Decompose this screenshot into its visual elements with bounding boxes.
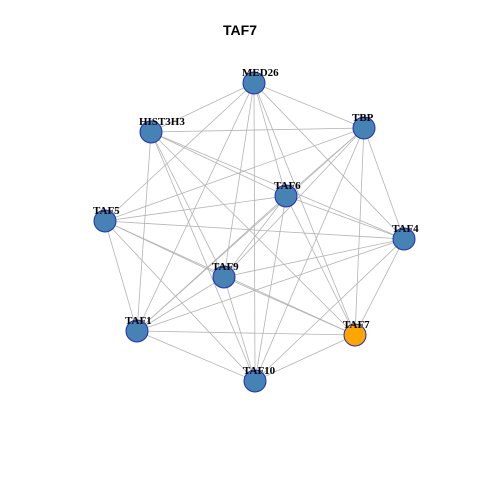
edge-taf6-taf7 (285, 195, 356, 336)
edge-taf1-taf7 (136, 330, 356, 336)
node-circle-taf7 (343, 323, 367, 347)
node-circle-tbp (352, 116, 376, 140)
node-circle-med26 (242, 71, 266, 95)
node-tbp: TBP (352, 112, 376, 140)
node-circle-taf10 (243, 369, 267, 393)
edge-hist3h3-taf4 (150, 131, 405, 240)
node-label-hist3h3: HIST3H3 (139, 116, 185, 128)
node-circle-hist3h3 (139, 120, 163, 144)
node-label-taf1: TAF1 (125, 315, 152, 327)
edge-taf6-taf1 (136, 195, 287, 332)
edge-med26-hist3h3 (150, 82, 255, 133)
node-label-taf5: TAF5 (93, 205, 120, 217)
node-taf4: TAF4 (392, 223, 419, 251)
edge-taf9-taf7 (223, 276, 356, 336)
node-label-tbp: TBP (352, 112, 374, 124)
node-hist3h3: HIST3H3 (139, 116, 185, 144)
edge-med26-taf6 (253, 82, 287, 197)
edge-taf4-taf7 (354, 238, 405, 336)
edge-hist3h3-taf7 (150, 131, 356, 336)
edge-taf4-taf1 (136, 238, 405, 332)
edge-taf6-taf9 (223, 195, 287, 278)
node-circle-taf5 (93, 209, 117, 233)
edge-tbp-taf5 (104, 127, 365, 222)
node-taf5: TAF5 (93, 205, 120, 233)
edge-tbp-taf4 (363, 127, 405, 240)
edge-hist3h3-taf6 (150, 131, 287, 197)
node-label-taf9: TAF9 (212, 261, 239, 273)
edge-taf9-taf1 (136, 276, 225, 332)
node-label-taf7: TAF7 (343, 319, 370, 331)
node-med26: MED26 (242, 67, 279, 95)
edge-med26-taf10 (253, 82, 256, 382)
edge-taf6-taf5 (104, 195, 287, 222)
node-label-med26: MED26 (242, 67, 279, 79)
edge-layer (104, 82, 405, 382)
node-label-taf10: TAF10 (243, 365, 276, 377)
node-circle-taf9 (212, 265, 236, 289)
edge-med26-taf5 (104, 82, 255, 222)
edge-tbp-taf10 (254, 127, 365, 382)
edge-hist3h3-taf9 (150, 131, 225, 278)
node-label-taf4: TAF4 (392, 223, 419, 235)
edge-taf4-taf9 (223, 238, 405, 278)
edge-taf9-taf10 (223, 276, 256, 382)
node-circle-taf6 (274, 184, 298, 208)
edge-tbp-taf7 (354, 127, 365, 336)
edge-taf7-taf10 (254, 334, 356, 382)
edge-hist3h3-taf1 (136, 131, 152, 332)
node-taf7: TAF7 (343, 319, 370, 347)
edge-med26-taf7 (253, 82, 356, 336)
edge-med26-tbp (253, 82, 365, 129)
edge-taf5-taf10 (104, 220, 256, 382)
edge-taf6-taf10 (254, 195, 287, 382)
edge-med26-taf1 (136, 82, 255, 332)
node-taf10: TAF10 (243, 365, 276, 393)
node-taf9: TAF9 (212, 261, 239, 289)
node-taf1: TAF1 (125, 315, 152, 343)
edge-med26-taf9 (223, 82, 255, 278)
node-circle-taf4 (392, 227, 416, 251)
edge-taf5-taf4 (104, 220, 405, 240)
node-circle-taf1 (125, 319, 149, 343)
node-taf6: TAF6 (274, 180, 301, 208)
node-label-taf6: TAF6 (274, 180, 301, 192)
chart-title: TAF7 (223, 22, 257, 38)
edge-taf4-taf10 (254, 238, 405, 382)
edge-med26-taf4 (253, 82, 405, 240)
edge-taf1-taf10 (136, 330, 256, 382)
edge-taf5-taf1 (104, 220, 138, 332)
edge-tbp-hist3h3 (150, 127, 365, 133)
edge-hist3h3-taf10 (150, 131, 256, 382)
edge-taf6-taf4 (285, 195, 405, 240)
